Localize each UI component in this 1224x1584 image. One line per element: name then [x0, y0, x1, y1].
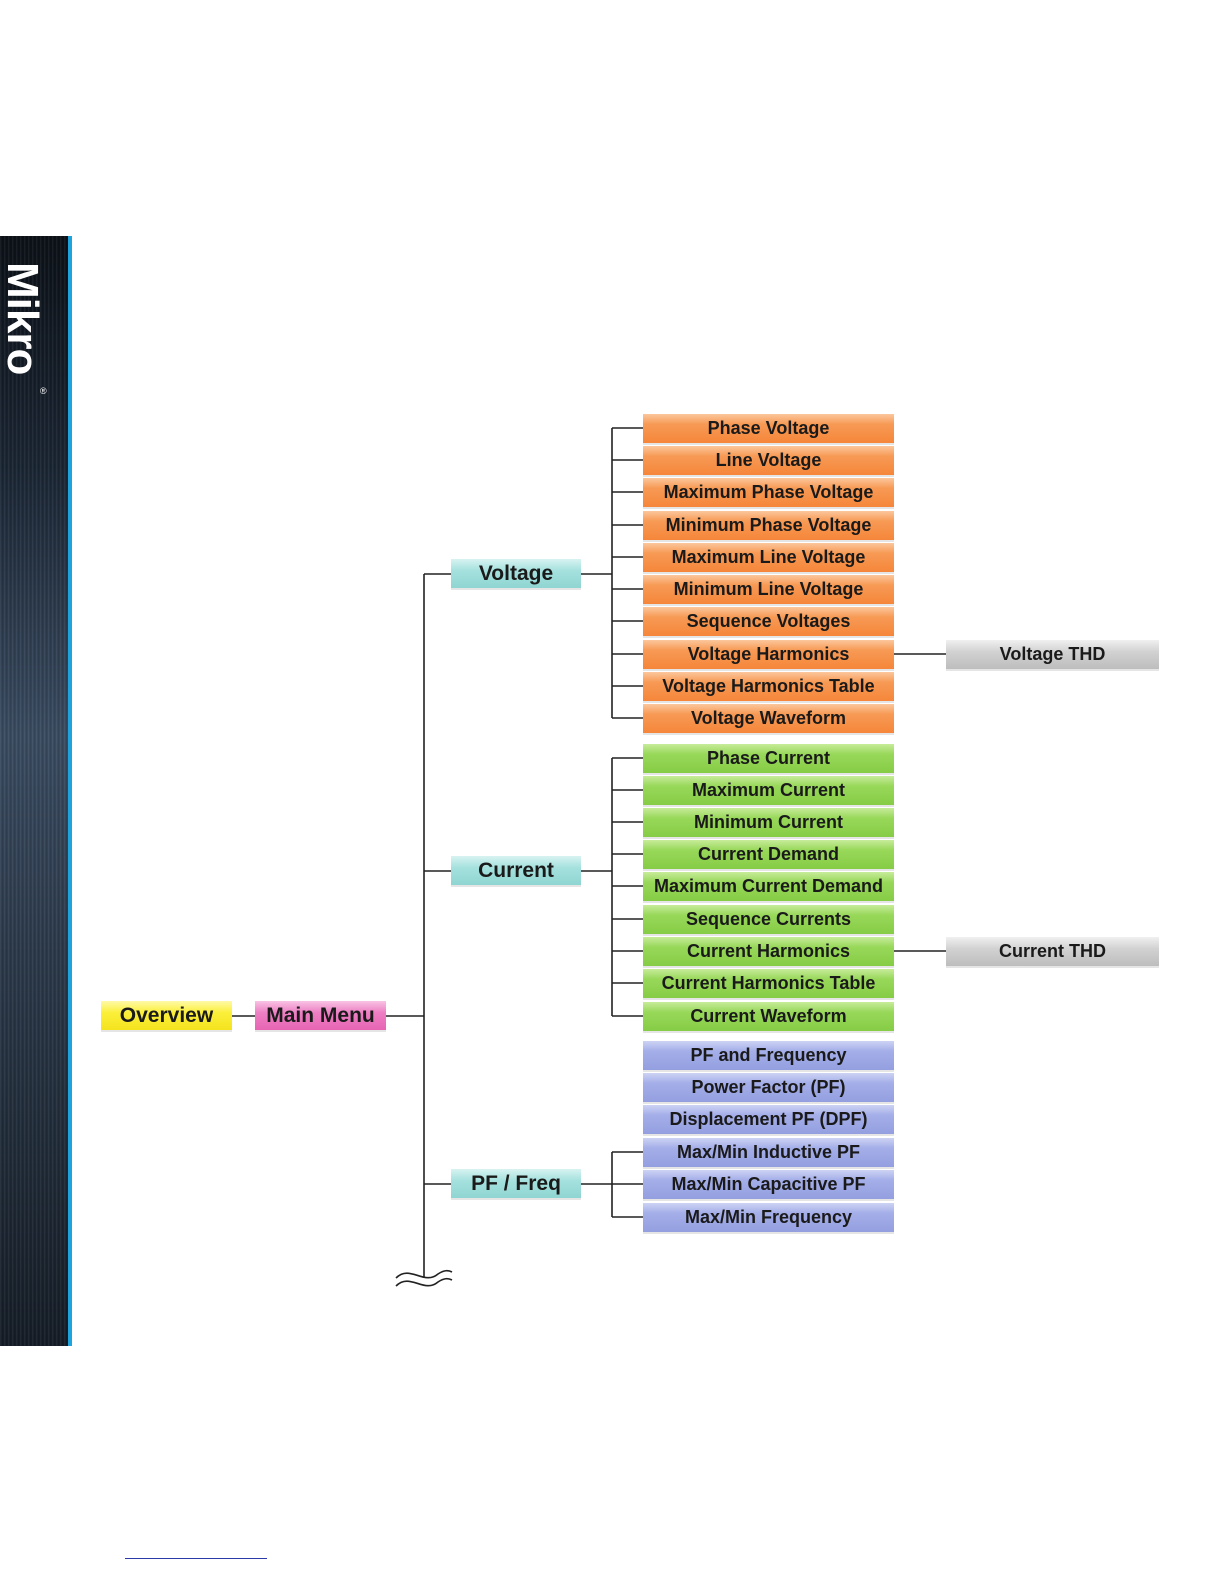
item-voltage-thd: Voltage THD: [946, 640, 1159, 669]
sidebar-accent-stripe: [68, 236, 72, 1346]
item-minimum-line-voltage: Minimum Line Voltage: [643, 575, 894, 604]
item-max-min-frequency: Max/Min Frequency: [643, 1203, 894, 1232]
item-voltage-harmonics: Voltage Harmonics: [643, 640, 894, 669]
category-current: Current: [451, 856, 581, 885]
item-current-harmonics-table: Current Harmonics Table: [643, 969, 894, 998]
item-current-demand: Current Demand: [643, 840, 894, 869]
item-max-min-inductive-pf: Max/Min Inductive PF: [643, 1138, 894, 1167]
item-displacement-pf: Displacement PF (DPF): [643, 1105, 894, 1134]
category-pf-freq: PF / Freq: [451, 1169, 581, 1198]
overview-node: Overview: [101, 1001, 232, 1030]
item-minimum-current: Minimum Current: [643, 808, 894, 837]
item-sequence-currents: Sequence Currents: [643, 905, 894, 934]
item-maximum-current: Maximum Current: [643, 776, 894, 805]
item-voltage-waveform: Voltage Waveform: [643, 704, 894, 733]
registered-mark: ®: [40, 386, 47, 396]
footer-rule: [125, 1558, 267, 1559]
brand-sidebar: [0, 236, 68, 1346]
item-power-factor: Power Factor (PF): [643, 1073, 894, 1102]
main-menu-node: Main Menu: [255, 1001, 386, 1030]
item-maximum-current-demand: Maximum Current Demand: [643, 872, 894, 901]
item-max-min-capacitive-pf: Max/Min Capacitive PF: [643, 1170, 894, 1199]
item-maximum-phase-voltage: Maximum Phase Voltage: [643, 478, 894, 507]
item-pf-and-frequency: PF and Frequency: [643, 1041, 894, 1070]
item-line-voltage: Line Voltage: [643, 446, 894, 475]
item-current-thd: Current THD: [946, 937, 1159, 966]
item-current-waveform: Current Waveform: [643, 1002, 894, 1031]
item-sequence-voltages: Sequence Voltages: [643, 607, 894, 636]
item-maximum-line-voltage: Maximum Line Voltage: [643, 543, 894, 572]
item-minimum-phase-voltage: Minimum Phase Voltage: [643, 511, 894, 540]
item-voltage-harmonics-table: Voltage Harmonics Table: [643, 672, 894, 701]
item-current-harmonics: Current Harmonics: [643, 937, 894, 966]
category-voltage: Voltage: [451, 559, 581, 588]
item-phase-voltage: Phase Voltage: [643, 414, 894, 443]
item-phase-current: Phase Current: [643, 744, 894, 773]
